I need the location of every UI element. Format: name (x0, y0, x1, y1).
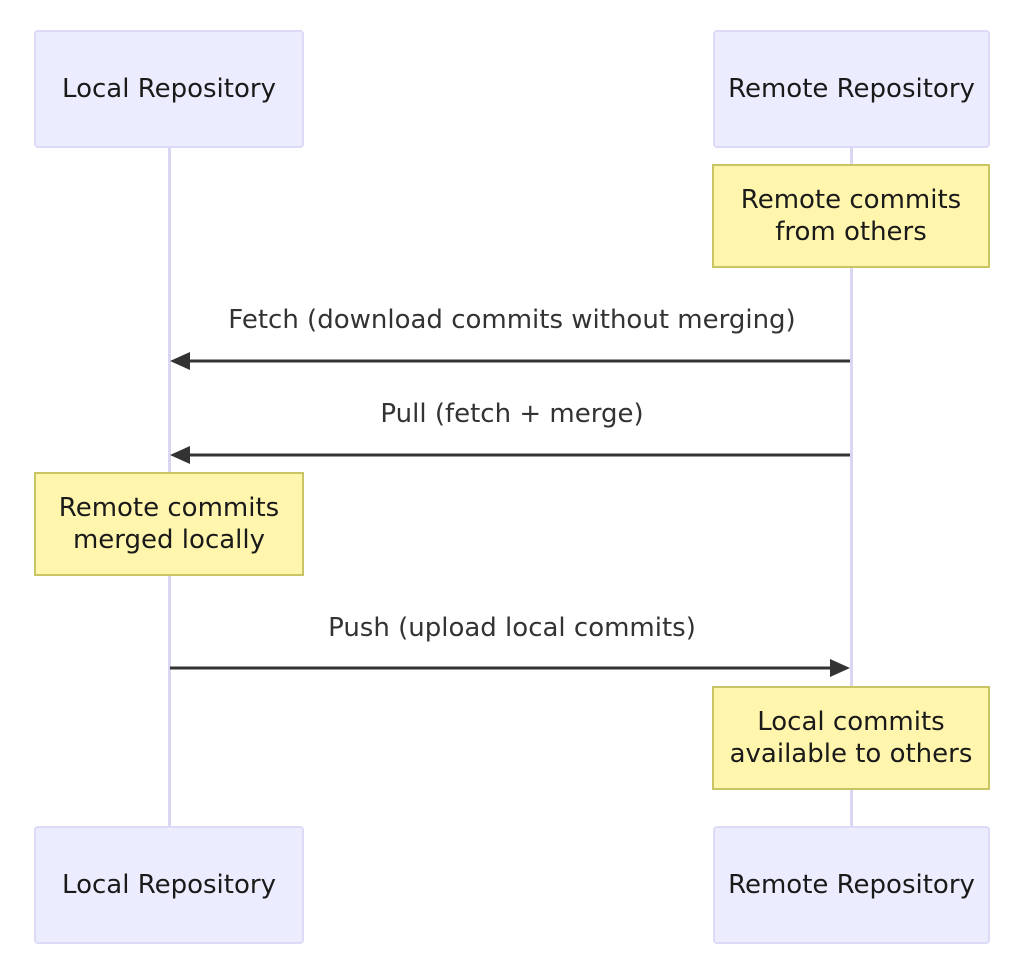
pull-arrowhead-icon (170, 446, 190, 464)
participant-label: Remote Repository (728, 74, 975, 104)
participant-local-repository-bottom: Local Repository (34, 826, 304, 944)
message-label-fetch: Fetch (download commits without merging) (228, 305, 796, 335)
message-label-pull: Pull (fetch + merge) (380, 399, 644, 429)
participant-remote-repository-top: Remote Repository (713, 30, 990, 148)
message-label-push: Push (upload local commits) (328, 613, 696, 643)
participant-label: Remote Repository (728, 870, 975, 900)
lifeline-remote-repository (850, 146, 853, 828)
note-remote-commits-merged-locally: Remote commits merged locally (34, 472, 304, 576)
note-local-commits-available-to-others: Local commits available to others (712, 686, 990, 790)
participant-label: Local Repository (62, 870, 276, 900)
push-arrowhead-icon (830, 659, 850, 677)
participant-remote-repository-bottom: Remote Repository (713, 826, 990, 944)
fetch-arrowhead-icon (170, 352, 190, 370)
note-line: Remote commits (740, 185, 962, 215)
note-line: Remote commits (58, 493, 280, 523)
note-line: Local commits (757, 707, 945, 737)
note-line: available to others (729, 739, 973, 769)
note-remote-commits-from-others: Remote commits from others (712, 164, 990, 268)
participant-label: Local Repository (62, 74, 276, 104)
participant-local-repository-top: Local Repository (34, 30, 304, 148)
note-line: merged locally (72, 525, 266, 555)
note-line: from others (775, 217, 927, 247)
